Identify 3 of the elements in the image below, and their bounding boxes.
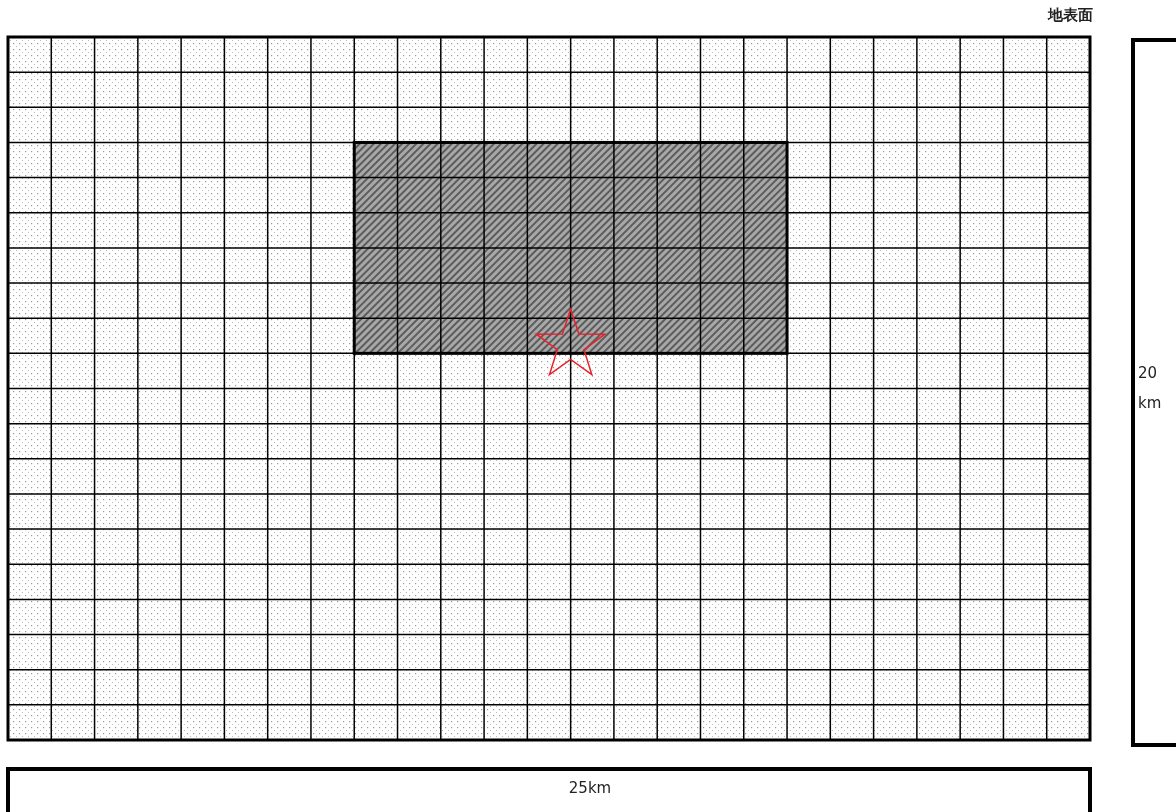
dimension-label: 25km [567,779,613,797]
dimension-label: 20 km [1138,363,1163,414]
surface-label: 地表面 [1046,6,1094,25]
